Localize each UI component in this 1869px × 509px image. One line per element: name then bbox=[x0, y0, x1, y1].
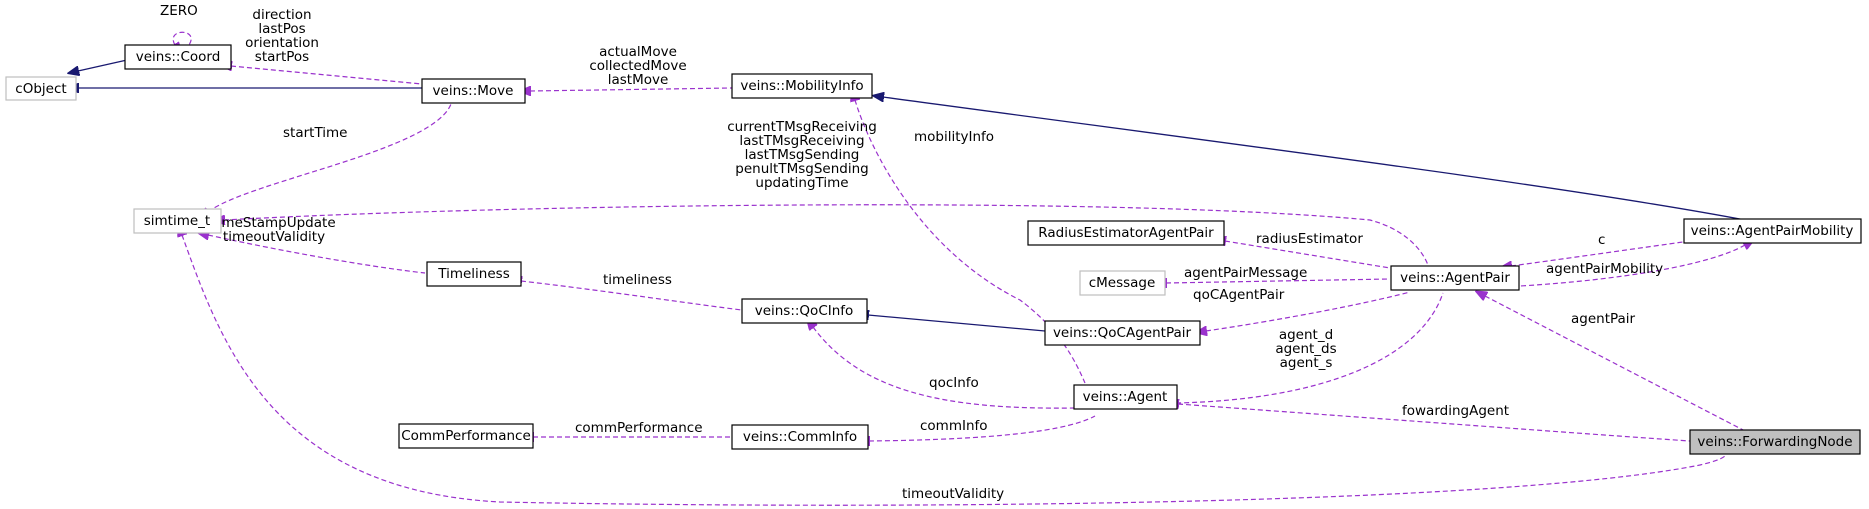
node-label: veins::Coord bbox=[136, 49, 221, 65]
node-cmessage[interactable]: cMessage bbox=[1079, 270, 1166, 296]
edge-label-agentpairmessage: agentPairMessage bbox=[1184, 265, 1307, 281]
node-forwardingnode[interactable]: veins::ForwardingNode bbox=[1689, 429, 1861, 455]
edge-label-c: c bbox=[1598, 232, 1605, 248]
edge-label-agent-ds-2: agent_s bbox=[1280, 355, 1333, 371]
edge-agentpairmobility-agentpair bbox=[1511, 240, 1691, 266]
node-label: CommPerformance bbox=[401, 428, 531, 444]
edge-labels: ZERO direction lastPos orientation start… bbox=[160, 3, 1663, 502]
node-agentpairmobility[interactable]: veins::AgentPairMobility bbox=[1683, 218, 1862, 244]
edge-agentpair-simtime bbox=[224, 204, 1429, 266]
node-agent[interactable]: veins::Agent bbox=[1073, 384, 1178, 410]
edge-timeliness-simtime bbox=[208, 235, 426, 274]
edge-agent-mobilityinfo bbox=[855, 100, 1086, 384]
edge-label-fowardingagent: fowardingAgent bbox=[1402, 403, 1509, 419]
edge-forwardingnode-simtime bbox=[182, 235, 1726, 506]
edges bbox=[78, 31, 1746, 506]
node-label: RadiusEstimatorAgentPair bbox=[1038, 225, 1214, 241]
node-label: cObject bbox=[15, 81, 66, 97]
node-label: veins::AgentPairMobility bbox=[1691, 223, 1854, 239]
edge-zero-self bbox=[173, 31, 192, 45]
node-label: veins::Move bbox=[433, 83, 514, 99]
node-simtime[interactable]: simtime_t bbox=[133, 208, 222, 234]
edge-label-qocagentpair: qoCAgentPair bbox=[1193, 287, 1285, 303]
edge-label-simtime-agentpair-1: lastTMsgReceiving bbox=[739, 133, 864, 149]
edge-agentpair-agentpairmobility bbox=[1519, 245, 1745, 287]
node-label: veins::AgentPair bbox=[1400, 270, 1510, 286]
edge-label-starttime: startTime bbox=[283, 125, 347, 141]
edge-label-radiusestimator: radiusEstimator bbox=[1256, 231, 1363, 247]
edge-move-simtime bbox=[208, 100, 453, 212]
edge-agentpair-radiusestimator bbox=[1225, 241, 1391, 269]
edge-qocagentpair-inherits-qocinfo bbox=[868, 315, 1046, 332]
node-comminfo[interactable]: veins::CommInfo bbox=[731, 424, 869, 450]
node-coord[interactable]: veins::Coord bbox=[124, 44, 232, 70]
edge-qocinfo-timeliness bbox=[521, 281, 743, 311]
edge-label-simtime-agentpair-4: updatingTime bbox=[755, 175, 848, 191]
node-label: veins::CommInfo bbox=[743, 429, 857, 445]
node-agentpair[interactable]: veins::AgentPair bbox=[1390, 265, 1520, 291]
edge-label-coord-move-2: orientation bbox=[245, 35, 319, 51]
edge-label-move-mobility-0: actualMove bbox=[599, 44, 677, 60]
edge-label-move-mobility-1: collectedMove bbox=[589, 58, 686, 74]
node-qocinfo[interactable]: veins::QoCInfo bbox=[741, 298, 868, 324]
edge-label-agent-ds-0: agent_d bbox=[1279, 327, 1333, 343]
edge-label-simtime-agentpair-0: currentTMsgReceiving bbox=[727, 119, 877, 135]
node-commperformance[interactable]: CommPerformance bbox=[398, 423, 534, 449]
edge-agentpairmobility-inherits-mobilityinfo bbox=[883, 97, 1746, 221]
edge-label-zero: ZERO bbox=[160, 3, 198, 19]
edge-forwardingnode-agentpair bbox=[1485, 296, 1746, 432]
node-radiusestimator[interactable]: RadiusEstimatorAgentPair bbox=[1027, 220, 1225, 246]
node-label: veins::ForwardingNode bbox=[1697, 434, 1852, 450]
edge-label-simtime-agentpair-3: penultTMsgSending bbox=[735, 161, 868, 177]
edge-label-qocinfo: qocInfo bbox=[929, 375, 979, 391]
edge-label-agent-ds-1: agent_ds bbox=[1275, 341, 1336, 357]
node-label: veins::MobilityInfo bbox=[740, 78, 863, 94]
node-label: Timeliness bbox=[437, 266, 509, 282]
node-label: cMessage bbox=[1089, 275, 1156, 291]
edge-label-coord-move-0: direction bbox=[252, 7, 311, 23]
nodes: cObject veins::Coord veins::Move veins::… bbox=[5, 44, 1862, 455]
edge-agentpair-qocagentpair bbox=[1206, 291, 1411, 331]
edge-label-coord-move-3: startPos bbox=[255, 49, 309, 65]
edge-label-coord-move-1: lastPos bbox=[258, 21, 305, 37]
edge-label-agentpairmobility: agentPairMobility bbox=[1546, 261, 1663, 277]
edge-label-mobilityinfo: mobilityInfo bbox=[914, 129, 994, 145]
node-label: veins::Agent bbox=[1083, 389, 1168, 405]
node-timeliness[interactable]: Timeliness bbox=[426, 261, 522, 287]
node-label: simtime_t bbox=[144, 213, 210, 229]
node-mobilityinfo[interactable]: veins::MobilityInfo bbox=[731, 73, 873, 99]
edge-forwardingnode-agent bbox=[1178, 404, 1691, 442]
edge-label-timeliness: timeliness bbox=[603, 272, 672, 288]
edge-mobilityinfo-move bbox=[530, 88, 733, 91]
node-cobject[interactable]: cObject bbox=[5, 76, 77, 101]
node-label: veins::QoCAgentPair bbox=[1053, 325, 1192, 341]
edge-label-move-mobility-2: lastMove bbox=[608, 72, 669, 88]
edge-label-commperformance: commPerformance bbox=[575, 420, 703, 436]
node-qocagentpair[interactable]: veins::QoCAgentPair bbox=[1044, 320, 1201, 346]
edge-coord-inherits-cobject bbox=[78, 59, 128, 71]
edge-move-coord bbox=[231, 66, 423, 85]
node-move[interactable]: veins::Move bbox=[421, 78, 526, 104]
edge-label-timeoutvalidity: timeoutValidity bbox=[902, 486, 1004, 502]
edge-agent-comminfo bbox=[869, 415, 1096, 441]
edge-agent-qocinfo bbox=[813, 327, 1076, 409]
node-label: veins::QoCInfo bbox=[755, 303, 854, 319]
edge-label-simtime-timeliness-0: timeStampUpdate bbox=[212, 215, 335, 231]
edge-label-simtime-agentpair-2: lastTMsgSending bbox=[745, 147, 860, 163]
edge-agentpair-agent bbox=[1176, 292, 1444, 403]
edge-label-comminfo: commInfo bbox=[920, 418, 988, 434]
edge-label-simtime-timeliness-1: timeoutValidity bbox=[223, 229, 325, 245]
edge-agentpair-cmessage bbox=[1166, 279, 1391, 283]
edge-label-agentpair: agentPair bbox=[1571, 311, 1636, 327]
